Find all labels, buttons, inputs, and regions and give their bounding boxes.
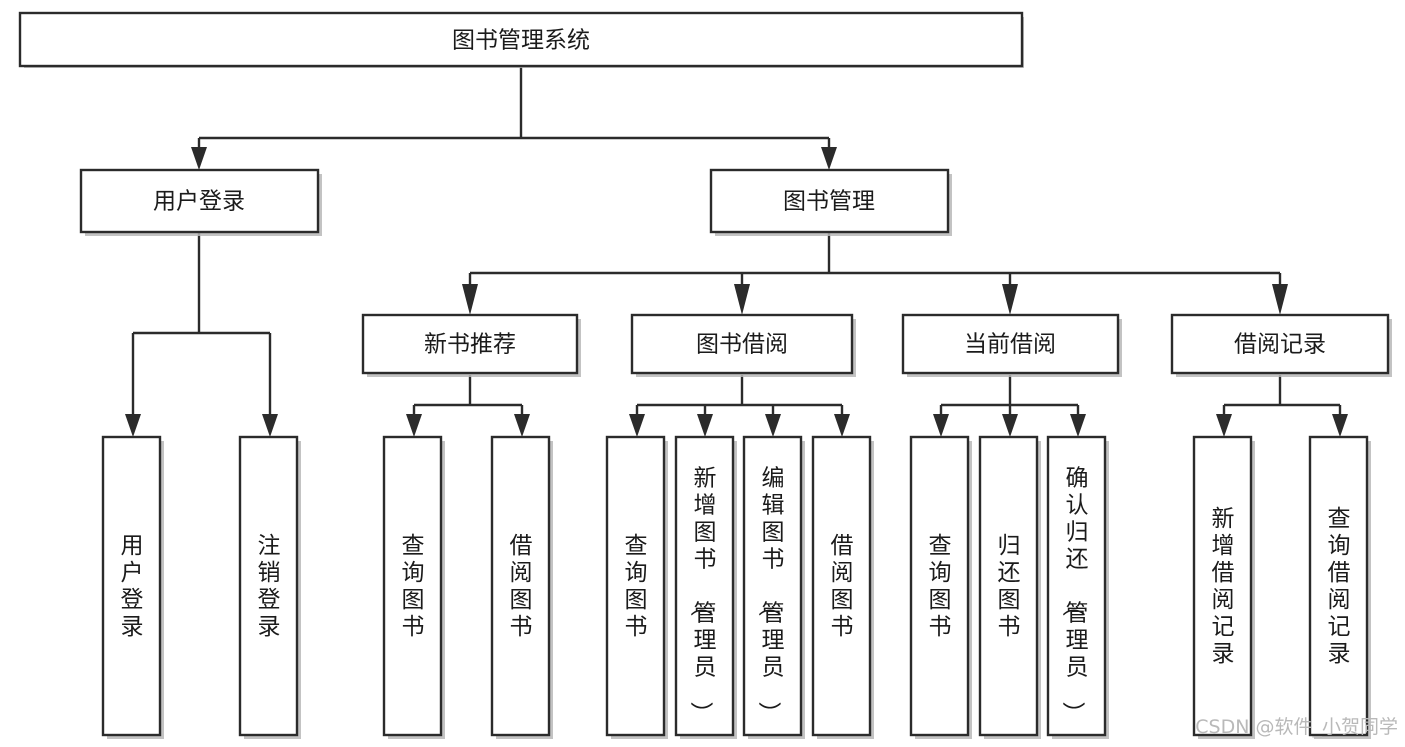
node-leaf-query-book-1-label: 查询图书 (402, 533, 425, 640)
node-book-borrow-label: 图书借阅 (696, 332, 788, 358)
node-leaf-user-login[interactable]: 用户登录 (101, 435, 164, 739)
node-leaf-add-book-box (674, 435, 735, 737)
node-leaf-return-book-label: 归还图书 (998, 533, 1021, 640)
arrow-head-leaf-borrow-book-1 (514, 414, 530, 437)
node-leaf-edit-book[interactable]: 编辑图书（管理员） (742, 435, 805, 739)
node-book-manage-label: 图书管理 (783, 189, 875, 215)
node-leaf-borrow-book-1-label: 借阅图书 (510, 533, 533, 640)
node-root-label: 图书管理系统 (452, 28, 590, 54)
node-leaf-user-logout-box (238, 435, 299, 737)
node-leaf-confirm-return[interactable]: 确认归还（管理员） (1046, 435, 1109, 739)
arrow-head-leaf-return-book (1002, 414, 1018, 437)
node-leaf-query-record-label: 查询借阅记录 (1328, 506, 1351, 667)
node-root-box (18, 11, 1024, 68)
node-leaf-borrow-book-1-box (490, 435, 551, 737)
arrow-head-user-login (191, 147, 207, 170)
node-user-login-label: 用户登录 (153, 189, 245, 215)
node-leaf-query-book-2[interactable]: 查询图书 (605, 435, 668, 739)
node-layer: 图书管理系统 用户登录 图书管理 新书推荐 (18, 11, 1392, 739)
node-leaf-user-login-label: 用户登录 (121, 533, 144, 640)
node-leaf-query-book-3[interactable]: 查询图书 (909, 435, 972, 739)
node-borrow-record[interactable]: 借阅记录 (1170, 313, 1392, 377)
arrow-head-current-borrow (1002, 284, 1018, 315)
arrow-head-leaf-user-login (125, 414, 141, 437)
node-user-login[interactable]: 用户登录 (79, 168, 322, 236)
node-leaf-query-book-2-box (605, 435, 666, 737)
node-leaf-borrow-book-2-label: 借阅图书 (831, 533, 854, 640)
node-leaf-confirm-return-label: 确认归还（管理员） (1060, 466, 1089, 725)
node-user-login-box (79, 168, 320, 234)
node-leaf-query-book-3-label: 查询图书 (929, 533, 952, 640)
arrow-head-book-manage (821, 147, 837, 170)
node-book-borrow-box (630, 313, 854, 375)
node-new-book-recommend-label: 新书推荐 (424, 332, 516, 358)
node-current-borrow-label: 当前借阅 (964, 332, 1056, 358)
node-leaf-query-record-box (1308, 435, 1369, 737)
arrow-head-leaf-query-book-3 (933, 414, 949, 437)
arrow-head-leaf-add-book (697, 414, 713, 437)
node-leaf-edit-book-label: 编辑图书（管理员） (756, 466, 785, 725)
arrow-head-leaf-query-record (1332, 414, 1348, 437)
node-leaf-edit-book-box (742, 435, 803, 737)
node-leaf-add-record-box (1192, 435, 1253, 737)
node-leaf-user-login-box (101, 435, 162, 737)
node-borrow-record-label: 借阅记录 (1234, 332, 1326, 358)
connector-layer (125, 66, 1348, 437)
arrow-head-leaf-user-logout (262, 414, 278, 437)
node-leaf-borrow-book-2[interactable]: 借阅图书 (811, 435, 874, 739)
node-leaf-borrow-book-1[interactable]: 借阅图书 (490, 435, 553, 739)
arrow-head-leaf-borrow-book-2 (834, 414, 850, 437)
arrow-head-book-borrow (734, 284, 750, 315)
node-leaf-add-record[interactable]: 新增借阅记录 (1192, 435, 1255, 739)
node-current-borrow[interactable]: 当前借阅 (901, 313, 1122, 377)
node-leaf-return-book-box (978, 435, 1039, 737)
node-leaf-add-record-label: 新增借阅记录 (1212, 506, 1235, 667)
node-leaf-add-book[interactable]: 新增图书（管理员） (674, 435, 737, 739)
arrow-head-new-book-recommend (462, 284, 478, 315)
watermark-label: CSDN @软件_小贺同学 (1195, 716, 1398, 738)
node-leaf-query-book-3-box (909, 435, 970, 737)
node-leaf-user-logout[interactable]: 注销登录 (238, 435, 301, 739)
node-leaf-borrow-book-2-box (811, 435, 872, 737)
node-leaf-confirm-return-box (1046, 435, 1107, 737)
arrow-head-borrow-record (1272, 284, 1288, 315)
arrow-head-leaf-query-book-1 (406, 414, 422, 437)
node-leaf-query-book-2-label: 查询图书 (625, 533, 648, 640)
node-leaf-user-logout-label: 注销登录 (258, 533, 281, 640)
node-book-manage[interactable]: 图书管理 (709, 168, 952, 236)
node-leaf-query-book-1[interactable]: 查询图书 (382, 435, 445, 739)
node-book-borrow[interactable]: 图书借阅 (630, 313, 856, 377)
node-new-book-recommend[interactable]: 新书推荐 (361, 313, 581, 377)
node-leaf-query-record[interactable]: 查询借阅记录 (1308, 435, 1371, 739)
node-borrow-record-box (1170, 313, 1390, 375)
arrow-head-leaf-confirm-return (1070, 414, 1086, 437)
node-new-book-recommend-box (361, 313, 579, 375)
node-current-borrow-box (901, 313, 1120, 375)
arrow-head-leaf-add-record (1216, 414, 1232, 437)
arrow-head-leaf-query-book-2 (629, 414, 645, 437)
arrow-head-leaf-edit-book (765, 414, 781, 437)
node-leaf-return-book[interactable]: 归还图书 (978, 435, 1041, 739)
node-root[interactable]: 图书管理系统 (18, 11, 1024, 68)
node-book-manage-box (709, 168, 950, 234)
node-leaf-query-book-1-box (382, 435, 443, 737)
node-leaf-add-book-label: 新增图书（管理员） (688, 466, 717, 725)
